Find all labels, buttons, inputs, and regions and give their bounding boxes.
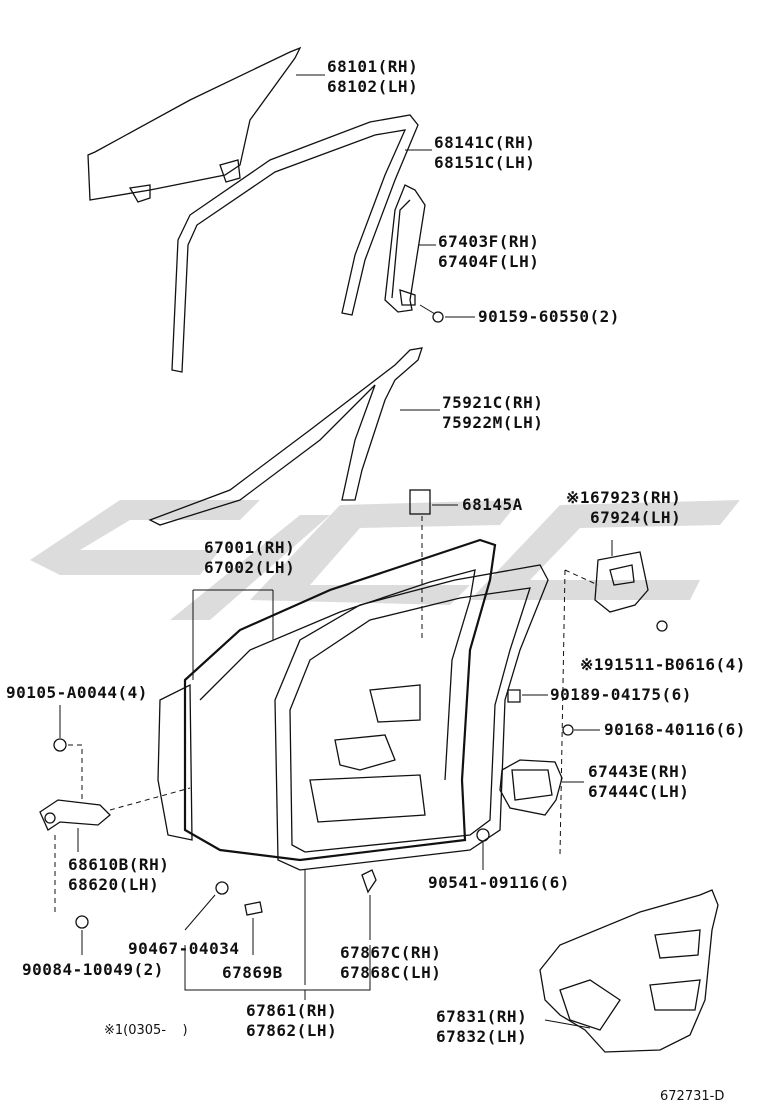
label-channel-lh: 67404F(LH)	[438, 252, 539, 271]
label-bracket-lh: 67924(LH)	[590, 508, 681, 527]
figure-id: 672731-D	[660, 1089, 724, 1104]
label-door-lh: 67002(LH)	[204, 558, 295, 577]
watermark-logo	[30, 500, 740, 620]
label-channel-bolt: 90159-60550(2)	[478, 307, 620, 326]
label-clip-d-rh: 67867C(RH)	[340, 943, 441, 962]
door-panel	[157, 538, 549, 871]
label-pad: 68145A	[462, 495, 523, 514]
label-cover-lh: 67832(LH)	[436, 1027, 527, 1046]
label-molding-rh: 75921C(RH)	[442, 393, 543, 412]
label-plug: 90541-09116(6)	[428, 873, 570, 892]
label-clip-c: 67869B	[222, 963, 283, 982]
label-glass-rh: 68101(RH)	[327, 57, 418, 76]
label-glass-lh: 68102(LH)	[327, 77, 418, 96]
label-bolt-c: 90084-10049(2)	[22, 960, 164, 979]
label-run-rh: 68141C(RH)	[434, 133, 535, 152]
label-cover-rh: 67831(RH)	[436, 1007, 527, 1026]
label-hinge-cover-lh: 67444C(LH)	[588, 782, 689, 801]
label-clip-a: 90189-04175(6)	[550, 685, 692, 704]
label-hinge-cover-rh: 67443E(RH)	[588, 762, 689, 781]
door-check	[39, 787, 191, 915]
label-check-rh: 68610B(RH)	[68, 855, 169, 874]
label-weather-rh: 67861(RH)	[246, 1001, 337, 1020]
label-check-lh: 68620(LH)	[68, 875, 159, 894]
footnote: ※1(0305- )	[104, 1023, 188, 1038]
label-screw-a: 90168-40116(6)	[604, 720, 746, 739]
glass-run	[171, 114, 432, 373]
label-clip-d-lh: 67868C(LH)	[340, 963, 441, 982]
service-hole-cover	[539, 889, 719, 1053]
bracket	[559, 540, 668, 856]
division-channel	[384, 184, 475, 323]
label-run-lh: 68151C(LH)	[434, 153, 535, 172]
label-bolt-b: ※191511-B0616(4)	[580, 655, 746, 674]
pad	[409, 489, 458, 640]
belt-molding	[148, 347, 440, 526]
label-bracket-rh: ※167923(RH)	[566, 488, 681, 507]
door-glass	[87, 46, 325, 203]
hinge-cover	[499, 759, 584, 816]
label-channel-rh: 67403F(RH)	[438, 232, 539, 251]
label-molding-lh: 75922M(LH)	[442, 413, 543, 432]
label-weather-lh: 67862(LH)	[246, 1021, 337, 1040]
fasteners	[53, 689, 600, 955]
label-door-rh: 67001(RH)	[204, 538, 295, 557]
label-bolt-a: 90105-A0044(4)	[6, 683, 148, 702]
label-clip-b: 90467-04034	[128, 939, 239, 958]
weatherstrip-leaders	[184, 870, 371, 1000]
